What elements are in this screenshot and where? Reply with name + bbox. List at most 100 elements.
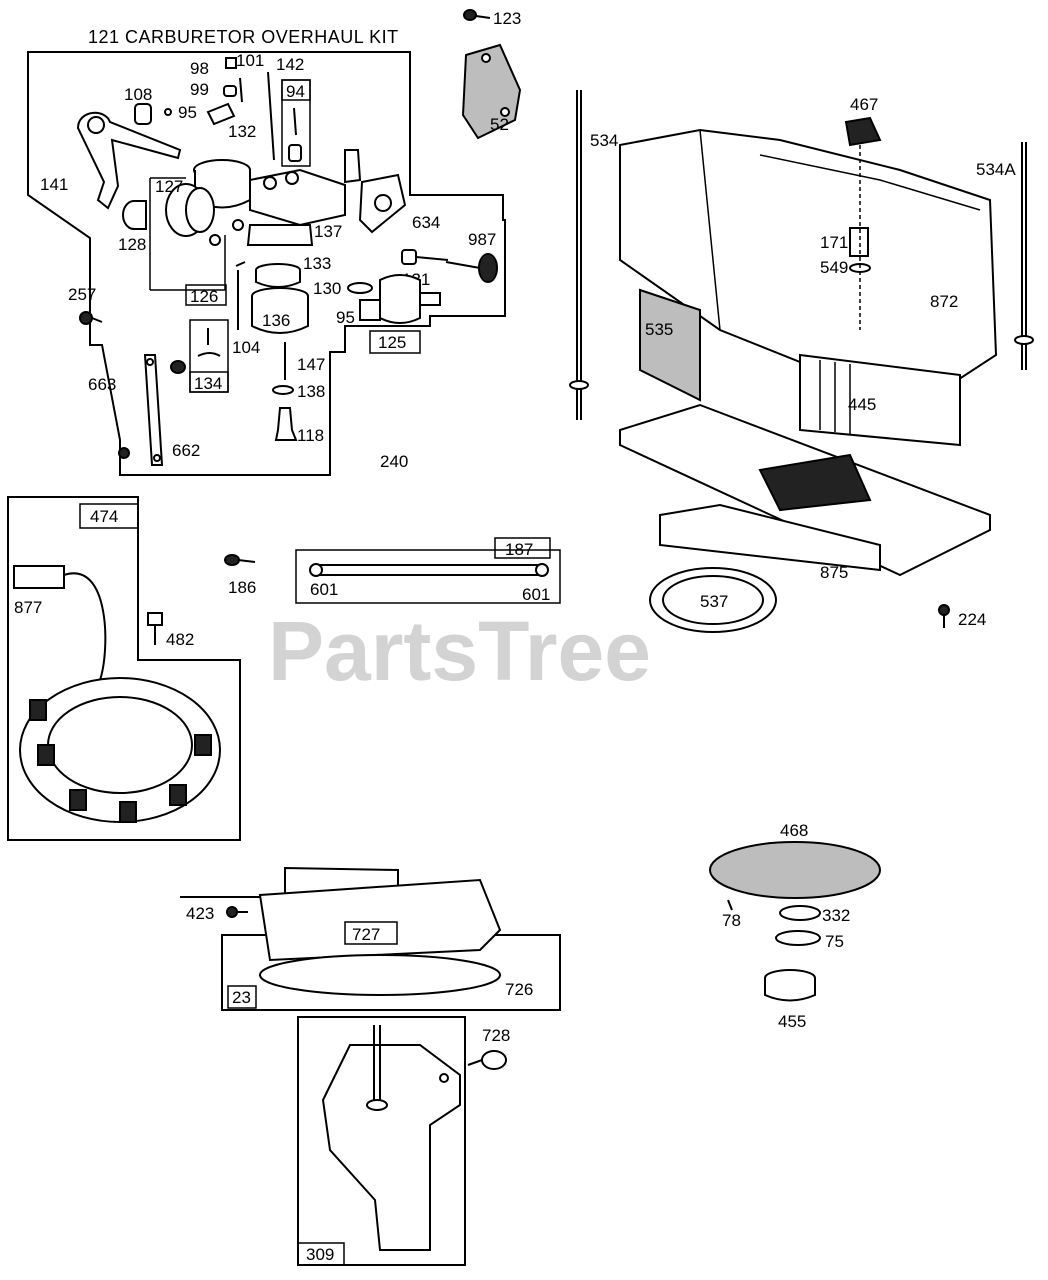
part-134-gasket bbox=[197, 328, 221, 357]
label-468: 468 bbox=[780, 821, 808, 840]
label-23: 23 bbox=[232, 988, 251, 1007]
part-727-box bbox=[344, 921, 398, 945]
part-131-screw bbox=[401, 249, 449, 265]
label-136: 136 bbox=[262, 311, 290, 330]
label-634: 634 bbox=[412, 213, 440, 232]
label-99: 99 bbox=[190, 80, 209, 99]
part-94-needle bbox=[288, 107, 302, 162]
label-877: 877 bbox=[14, 598, 42, 617]
label-875: 875 bbox=[820, 563, 848, 582]
label-423: 423 bbox=[186, 904, 214, 923]
part-123-screw bbox=[463, 9, 491, 21]
label-467: 467 bbox=[850, 95, 878, 114]
label-534a: 534A bbox=[976, 160, 1016, 179]
label-95-mid: 95 bbox=[336, 308, 355, 327]
label-101: 101 bbox=[236, 51, 264, 70]
part-309-box bbox=[297, 1016, 466, 1266]
part-445-filter bbox=[799, 353, 961, 447]
label-187: 187 bbox=[505, 540, 533, 559]
part-534a-stud bbox=[1014, 142, 1034, 370]
label-142: 142 bbox=[276, 55, 304, 74]
label-128: 128 bbox=[118, 235, 146, 254]
label-987: 987 bbox=[468, 230, 496, 249]
label-94: 94 bbox=[286, 82, 305, 101]
label-728: 728 bbox=[482, 1026, 510, 1045]
part-987-idle-screw bbox=[445, 253, 498, 283]
label-445: 445 bbox=[848, 395, 876, 414]
label-132: 132 bbox=[228, 122, 256, 141]
part-78 bbox=[727, 899, 733, 911]
part-187-box bbox=[295, 549, 561, 604]
label-123: 123 bbox=[493, 9, 521, 28]
label-126: 126 bbox=[190, 287, 218, 306]
part-332 bbox=[779, 905, 821, 921]
part-423-screw bbox=[226, 906, 248, 918]
sub-group-126-outline bbox=[149, 177, 226, 291]
label-224: 224 bbox=[958, 610, 986, 629]
label-98: 98 bbox=[190, 59, 209, 78]
small-carb-parts bbox=[134, 57, 275, 161]
part-130-washer bbox=[347, 282, 373, 294]
kit-title: 121 CARBURETOR OVERHAUL KIT bbox=[88, 27, 399, 47]
label-474: 474 bbox=[90, 507, 118, 526]
label-134: 134 bbox=[194, 374, 222, 393]
part-224-screw bbox=[938, 604, 950, 628]
label-482: 482 bbox=[166, 630, 194, 649]
part-186 bbox=[224, 554, 256, 566]
part-171-549 bbox=[849, 145, 871, 330]
label-141: 141 bbox=[40, 175, 68, 194]
part-455-cup bbox=[764, 969, 816, 1002]
label-127: 127 bbox=[155, 177, 183, 196]
part-727-flywheel-screen bbox=[258, 866, 502, 996]
label-78: 78 bbox=[722, 911, 741, 930]
label-872: 872 bbox=[930, 292, 958, 311]
part-187-fuel-line bbox=[309, 563, 549, 577]
label-535: 535 bbox=[645, 320, 673, 339]
label-549: 549 bbox=[820, 258, 848, 277]
label-171: 171 bbox=[820, 233, 848, 252]
part-125-box bbox=[369, 330, 421, 354]
part-147-138-118 bbox=[272, 342, 298, 441]
label-726: 726 bbox=[505, 980, 533, 999]
watermark: PartsTree bbox=[268, 604, 651, 698]
label-601-right: 601 bbox=[522, 585, 550, 604]
part-126-box bbox=[185, 284, 227, 306]
label-534: 534 bbox=[590, 131, 618, 150]
label-118: 118 bbox=[297, 426, 324, 445]
stator-ring bbox=[19, 677, 221, 823]
label-240: 240 bbox=[380, 452, 408, 471]
part-104-pin bbox=[235, 261, 246, 330]
label-75: 75 bbox=[825, 932, 844, 951]
stator-group-outline bbox=[7, 496, 241, 841]
part-141-lever bbox=[76, 112, 182, 210]
label-186: 186 bbox=[228, 578, 256, 597]
label-727: 727 bbox=[352, 925, 380, 944]
label-537: 537 bbox=[700, 592, 728, 611]
part-467-nut bbox=[844, 116, 882, 147]
part-875-base bbox=[619, 403, 991, 577]
part-468-screen bbox=[709, 841, 881, 899]
part-309-bracket bbox=[321, 1025, 461, 1251]
label-130: 130 bbox=[313, 279, 341, 298]
part-23-box bbox=[227, 985, 257, 1009]
label-257: 257 bbox=[68, 285, 96, 304]
part-535-precleaner bbox=[639, 288, 701, 402]
part-257-screw bbox=[79, 311, 103, 325]
kit-group-outline bbox=[27, 51, 506, 476]
label-147: 147 bbox=[297, 355, 325, 374]
label-125: 125 bbox=[378, 333, 406, 352]
part-728-bushing bbox=[467, 1050, 507, 1070]
label-104: 104 bbox=[232, 338, 260, 357]
label-332: 332 bbox=[822, 906, 850, 925]
part-240-fuel-filter bbox=[359, 274, 441, 324]
carburetor-body bbox=[165, 149, 407, 246]
part-133-136-float-bowl bbox=[251, 263, 309, 334]
label-108: 108 bbox=[124, 85, 152, 104]
label-137: 137 bbox=[314, 222, 342, 241]
label-309: 309 bbox=[306, 1245, 334, 1264]
label-52: 52 bbox=[490, 115, 509, 134]
part-75 bbox=[775, 930, 821, 946]
part-534-stud bbox=[569, 90, 589, 420]
part-537-gasket bbox=[649, 567, 777, 633]
